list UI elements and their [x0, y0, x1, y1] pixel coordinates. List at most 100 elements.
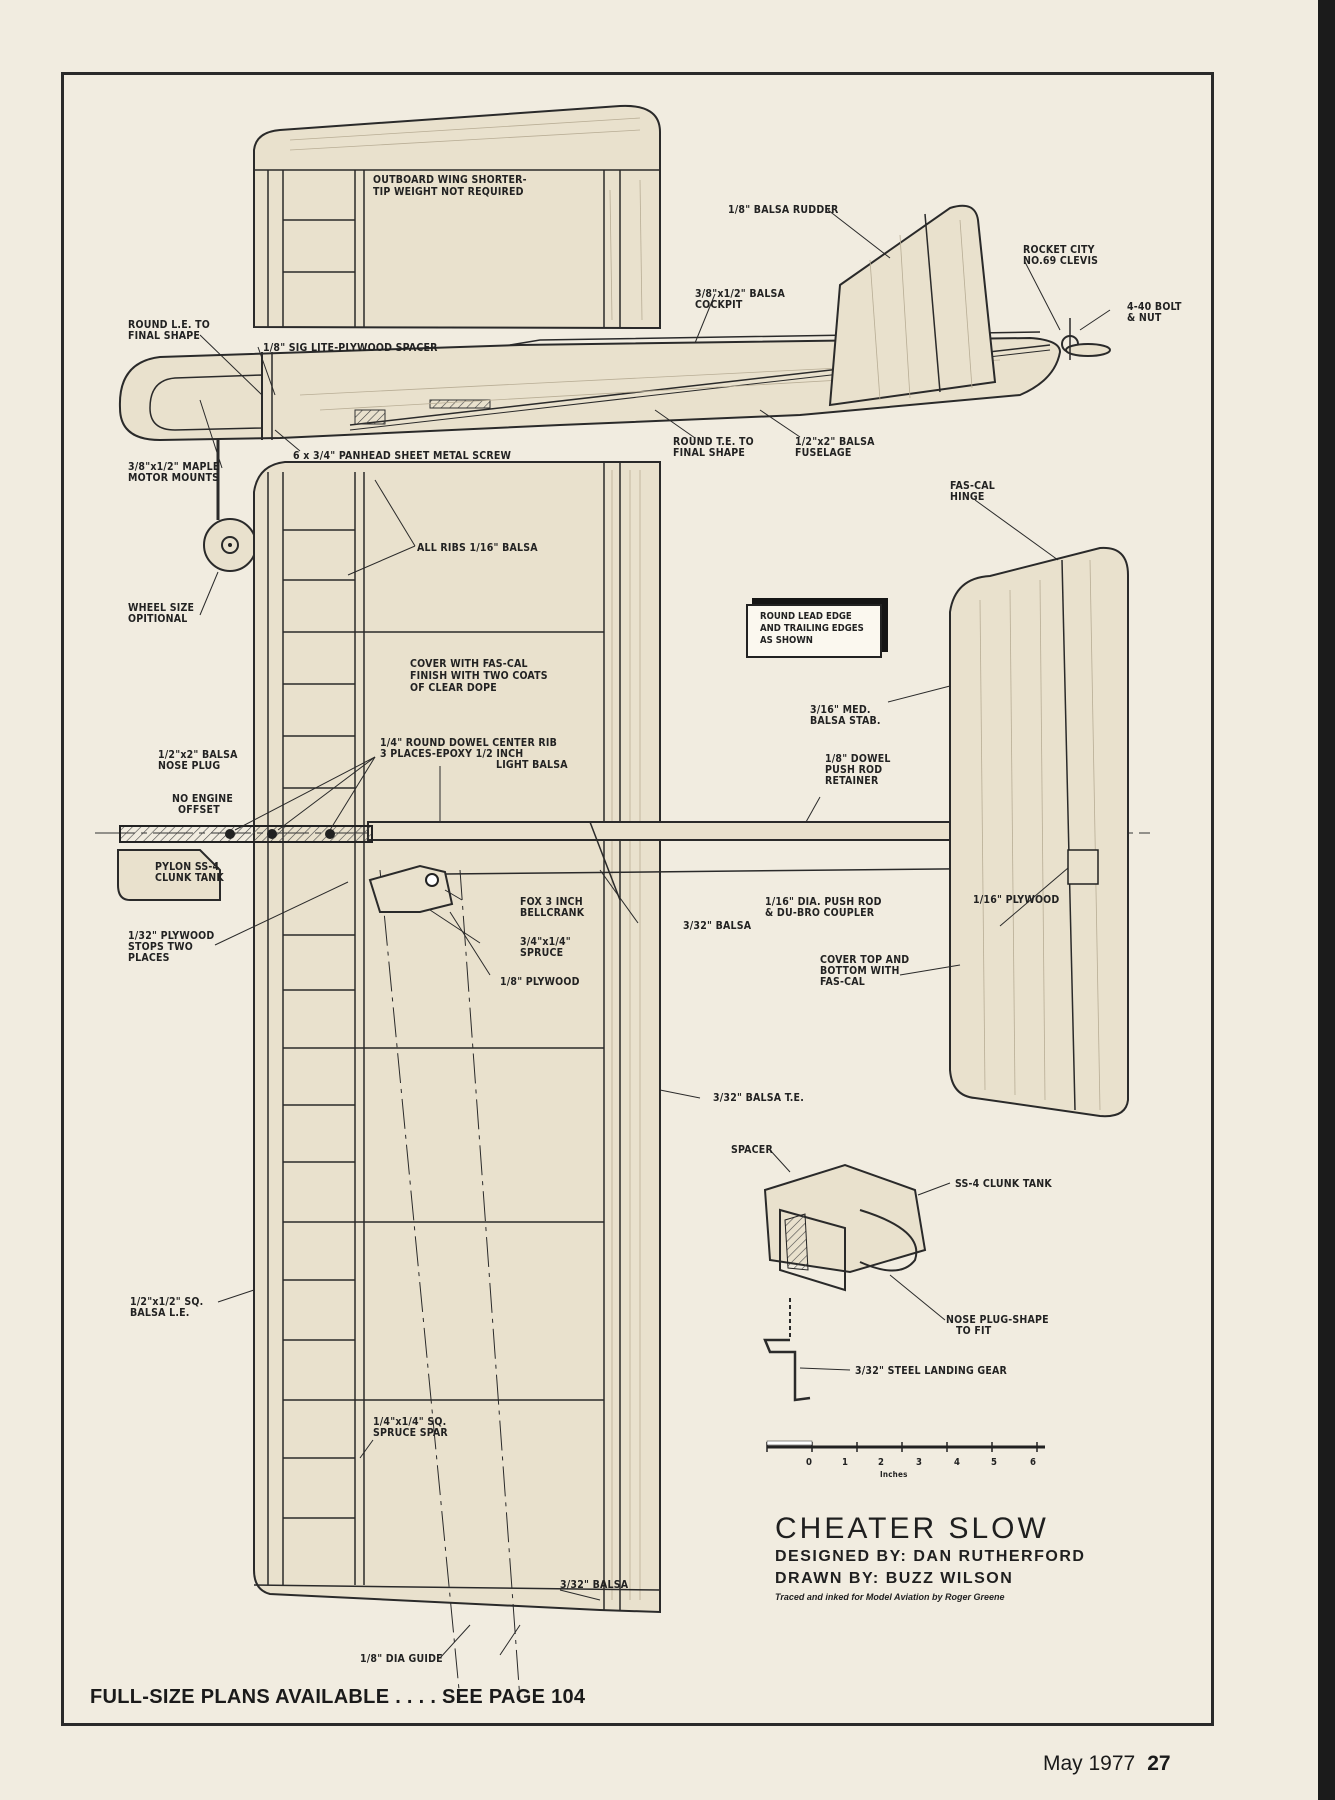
label-spruce-spar-1: 1/4"x1/4" SQ.: [373, 1416, 446, 1428]
label-balsa-te: 3/32" BALSA T.E.: [713, 1092, 804, 1104]
label-cover-finish-2: FINISH WITH TWO COATS: [410, 670, 548, 682]
label-push-rod-2: & DU-BRO COUPLER: [765, 907, 875, 919]
label-rocket-city-1: ROCKET CITY: [1023, 244, 1095, 256]
label-nose-plug-1: 1/2"x2" BALSA: [158, 749, 238, 761]
plan-frame: [61, 72, 1214, 1726]
label-round-le-2: FINAL SHAPE: [128, 330, 200, 342]
label-rocket-city-2: NO.69 CLEVIS: [1023, 255, 1098, 267]
label-nose-plug-shape-2: TO FIT: [956, 1325, 992, 1337]
outboard-wing-panel: [253, 104, 661, 330]
label-dowel-center-rib-1: 1/4" ROUND DOWEL CENTER RIB: [380, 737, 557, 749]
label-fuselage-1: 1/2"x2" BALSA: [795, 436, 875, 448]
label-push-rod-retainer-2: PUSH ROD: [825, 764, 882, 776]
svg-text:4-40 BOLT& NUT: 4-40 BOLT& NUT: [1127, 301, 1182, 324]
designer-credit: DESIGNED BY: DAN RUTHERFORD: [775, 1548, 1086, 1565]
label-cover-finish-3: OF CLEAR DOPE: [410, 682, 497, 694]
title-block: CHEATER SLOW DESIGNED BY: DAN RUTHERFORD…: [775, 1512, 1175, 1602]
label-spruce-spar-2: SPRUCE SPAR: [373, 1427, 448, 1439]
label-balsa-rudder: 1/8" BALSA RUDDER: [728, 204, 839, 216]
plan-title: CHEATER SLOW: [775, 1512, 1049, 1545]
label-cover-top-1: COVER TOP AND: [820, 954, 909, 966]
svg-text:OUTBOARD WING SHORTER-TIP WEIG: OUTBOARD WING SHORTER-TIP WEIGHT NOT REQ…: [373, 174, 527, 198]
svg-text:3/16" MED.BALSA STAB.: 3/16" MED.BALSA STAB.: [810, 704, 881, 727]
scale-tick-6: 6: [1030, 1457, 1036, 1468]
label-nose-plug-shape-1: NOSE PLUG-SHAPE: [946, 1314, 1049, 1326]
label-pylon-tank-1: PYLON SS-4: [155, 861, 219, 873]
label-bellcrank-1: FOX 3 INCH: [520, 896, 583, 908]
label-spruce-2: SPRUCE: [520, 947, 563, 959]
label-plywood-stops-2: STOPS TWO: [128, 941, 193, 953]
scale-unit: Inches: [880, 1470, 908, 1479]
scale-tick-1: 1: [842, 1457, 848, 1468]
label-balsa-332-tip: 3/32" BALSA: [560, 1579, 629, 1591]
drawer-credit: DRAWN BY: BUZZ WILSON: [775, 1570, 1014, 1587]
svg-text:3/4"x1/4"SPRUCE: 3/4"x1/4"SPRUCE: [520, 936, 571, 959]
label-outboard-wing-1: OUTBOARD WING SHORTER-: [373, 174, 527, 186]
main-wing-panel: [253, 461, 661, 1701]
label-cover-top-2: BOTTOM WITH: [820, 965, 900, 977]
label-plywood-stops-3: PLACES: [128, 952, 170, 964]
label-clunk-tank: SS-4 CLUNK TANK: [955, 1178, 1052, 1190]
label-no-engine-offset-1: NO ENGINE: [172, 793, 233, 805]
label-spacer: SPACER: [731, 1144, 773, 1156]
label-landing-gear: 3/32" STEEL LANDING GEAR: [855, 1365, 1007, 1377]
leader-lines: [199, 209, 1111, 1659]
label-stab-2: BALSA STAB.: [810, 715, 881, 727]
svg-text:1/16" DIA. PUSH ROD& DU-BRO CO: 1/16" DIA. PUSH ROD& DU-BRO COUPLER: [765, 896, 882, 919]
callout-line-3: AS SHOWN: [760, 635, 813, 646]
label-cockpit-1: 3/8"x1/2" BALSA: [695, 288, 786, 300]
label-dowel-center-rib-3: LIGHT BALSA: [496, 759, 568, 771]
label-maple-mounts-1: 3/8"x1/2" MAPLE: [128, 461, 220, 473]
label-outboard-wing-2: TIP WEIGHT NOT REQUIRED: [373, 186, 524, 198]
label-push-rod-retainer-1: 1/8" DOWEL: [825, 753, 891, 765]
label-plywood-stops-1: 1/32" PLYWOOD: [128, 930, 214, 942]
label-balsa-332: 3/32" BALSA: [683, 920, 752, 932]
label-round-te-1: ROUND T.E. TO: [673, 436, 754, 448]
label-maple-mounts-2: MOTOR MOUNTS: [128, 472, 219, 484]
stabilizer-panel: [949, 546, 1129, 1118]
svg-text:1/4"x1/4" SQ.SPRUCE SPAR: 1/4"x1/4" SQ.SPRUCE SPAR: [373, 1416, 448, 1439]
label-bellcrank-2: BELLCRANK: [520, 907, 585, 919]
page-number: 27: [1147, 1752, 1171, 1775]
scale-tick-4: 4: [954, 1457, 960, 1468]
label-wheel-size-2: OPITIONAL: [128, 613, 187, 625]
label-push-rod-1: 1/16" DIA. PUSH ROD: [765, 896, 882, 908]
label-dowel-center-rib-2: 3 PLACES-EPOXY 1/2 INCH: [380, 748, 523, 760]
label-cockpit-2: COCKPIT: [695, 299, 743, 311]
scale-tick-2: 2: [878, 1457, 884, 1468]
label-bolt-nut-1: 4-40 BOLT: [1127, 301, 1182, 313]
callout-line-2: AND TRAILING EDGES: [760, 623, 864, 634]
label-plywood-18: 1/8" PLYWOOD: [500, 976, 580, 988]
label-dia-guide: 1/8" DIA GUIDE: [360, 1653, 443, 1665]
clunk-tank-detail: [763, 1163, 1045, 1452]
fuselage-side-view: [118, 204, 1111, 572]
round-edges-callout: ROUND LEAD EDGE AND TRAILING EDGES AS SH…: [746, 604, 882, 658]
label-push-rod-retainer-3: RETAINER: [825, 775, 879, 787]
full-size-plans-note: FULL-SIZE PLANS AVAILABLE . . . . SEE PA…: [90, 1686, 586, 1708]
label-fas-cal-hinge-1: FAS-CAL: [950, 480, 995, 492]
label-no-engine-offset-2: OFFSET: [178, 804, 220, 816]
label-cover-top-3: FAS-CAL: [820, 976, 865, 988]
label-fuselage-2: FUSELAGE: [795, 447, 852, 459]
fuselage-top-view: [95, 821, 1150, 913]
label-pylon-tank-2: CLUNK TANK: [155, 872, 224, 884]
